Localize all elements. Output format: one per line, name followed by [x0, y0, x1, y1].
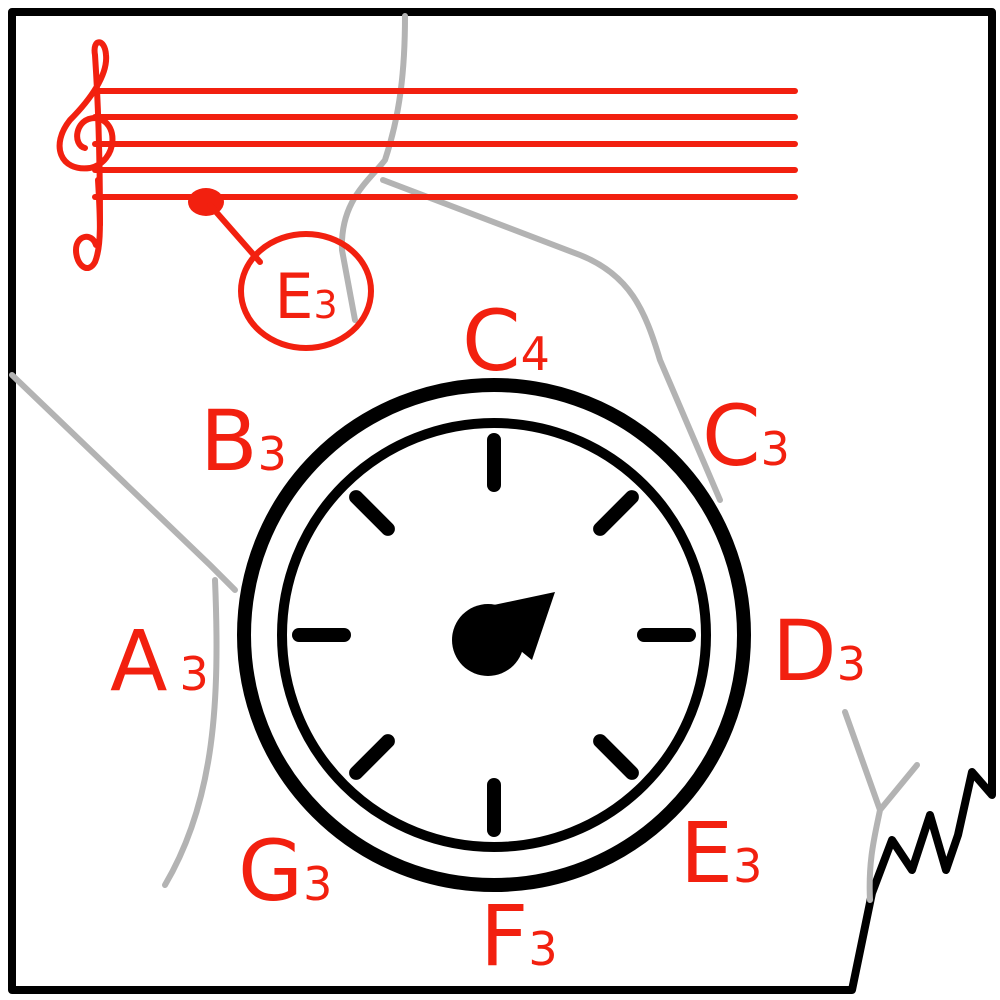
- dial-label-e3: E3: [680, 804, 762, 902]
- dial-label-g3: G3: [238, 822, 332, 920]
- dial-label-b3: B3: [200, 392, 287, 490]
- tuning-dial: [237, 378, 751, 892]
- note-callout-circle: [238, 231, 374, 351]
- dial-label-d3: D3: [772, 602, 866, 700]
- treble-clef-icon: [56, 39, 116, 271]
- guide-line-left: [9, 372, 238, 593]
- guide-line-staff: [380, 177, 723, 503]
- guide-line-upper: [338, 13, 408, 323]
- guide-line-left-lower: [162, 577, 220, 888]
- dial-tick: [349, 490, 395, 536]
- dial-ticks: [292, 433, 696, 837]
- staff-note-label: E3: [274, 260, 337, 333]
- dial-label-c4: C4: [462, 292, 550, 390]
- dial-tick: [349, 734, 395, 780]
- dial-label-c3: C3: [702, 387, 790, 485]
- dial-tick: [593, 734, 639, 780]
- dial-label-f3: F3: [480, 887, 558, 985]
- staff-note-marker: E3: [188, 188, 374, 351]
- guide-lines: [9, 13, 920, 903]
- note-callout-line: [207, 202, 263, 265]
- dial-tick: [593, 490, 639, 536]
- guide-line-right: [842, 709, 920, 903]
- needle-icon: [452, 592, 555, 676]
